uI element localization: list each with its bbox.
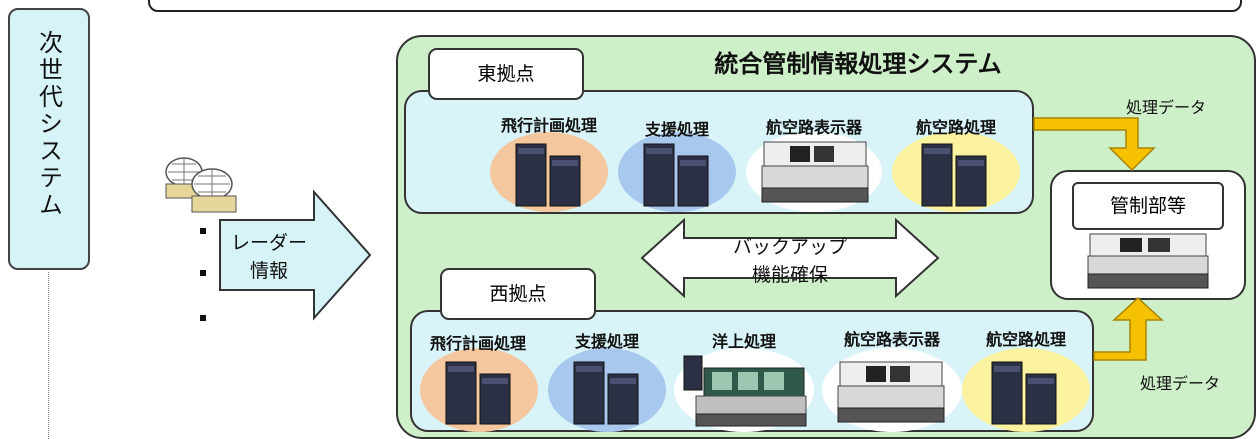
component-bg [490,132,608,212]
component-label: 航空路表示器 [765,118,862,137]
west-data-arrow [1093,296,1164,361]
control-dept-label: 管制部等 [1072,182,1224,230]
west-component: 飛行計画処理 [418,330,538,432]
bullet-dot [200,270,206,276]
east-data-arrow [1033,117,1156,172]
radar-info-line1: レーダー [230,232,307,254]
backup-line2: 機能確保 [751,264,828,286]
east-site-tab: 東拠点 [428,48,584,100]
server-icon [921,143,987,207]
west-site-tab: 西拠点 [440,268,596,320]
server-icon [445,361,511,425]
east-output-label: 処理データ [1126,98,1207,117]
bullet-dot [200,228,206,234]
console-icon [761,141,869,203]
server-icon [515,143,581,207]
radar-info-line2: 情報 [249,260,288,282]
server-icon [991,361,1057,425]
east-component: 飛行計画処理 [490,116,608,212]
component-label: 洋上処理 [711,332,776,351]
west-component: 支援処理 [548,330,666,432]
west-output-label: 処理データ [1140,374,1221,393]
component-bg [548,348,666,432]
east-site-label: 東拠点 [477,63,535,85]
timeline-dotted-line [48,272,49,439]
backup-line1: バックアップ [732,236,847,258]
bullet-dot [200,315,206,321]
component-label: 支援処理 [574,332,639,351]
server-icon [643,143,709,207]
component-label: 航空路処理 [985,330,1066,349]
component-bg [618,132,736,212]
west-component: 航空路表示器 [822,330,962,432]
console-icon [837,361,945,423]
system-title: 統合管制情報処理システム [714,50,1002,78]
backup-double-arrow [640,217,940,299]
radar-info-arrow [219,189,372,321]
component-label: 航空路処理 [915,118,996,137]
east-component: 支援処理 [618,118,736,212]
east-component: 航空路表示器 [746,118,882,212]
component-label: 飛行計画処理 [429,334,526,353]
west-component: 航空路処理 [962,330,1090,432]
top-system-box [148,0,1242,12]
west-site-label: 西拠点 [489,283,547,305]
radar-icon [165,157,237,213]
west-component: 洋上処理 [674,330,814,432]
component-bg [420,348,538,432]
next-gen-system-label-box: 次世代システム [8,8,90,270]
server-icon [573,361,639,425]
component-label: 航空路表示器 [843,330,940,349]
component-label: 支援処理 [644,120,709,139]
east-component: 航空路処理 [892,118,1020,212]
ocean-console-icon [683,355,807,427]
console-icon [1087,233,1209,289]
component-label: 飛行計画処理 [500,116,597,135]
next-gen-system-label: 次世代システム [34,30,63,219]
